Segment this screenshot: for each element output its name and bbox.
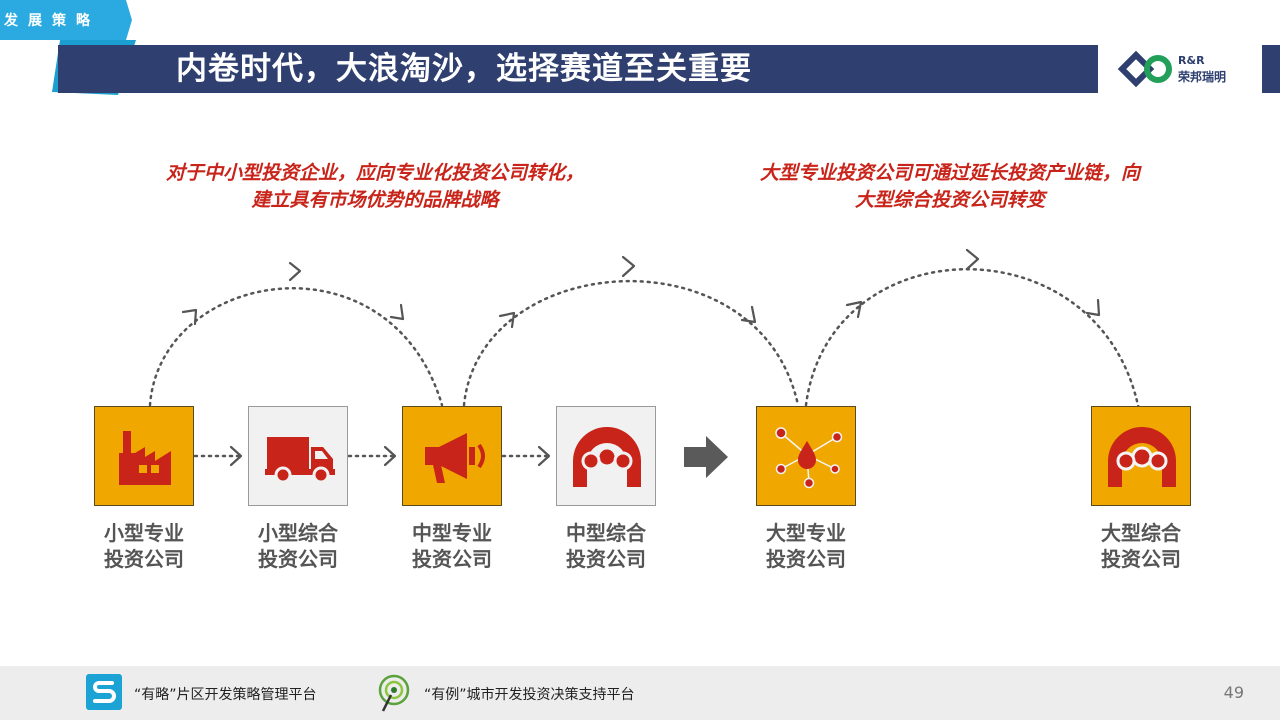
chevron (181, 308, 198, 326)
arc-3 (804, 267, 1144, 432)
stage-label: 中型综合 投资公司 (536, 520, 676, 572)
stage-tile-medium-specialized (402, 406, 502, 506)
page-number: 49 (1223, 683, 1244, 702)
stage-label-line2: 投资公司 (258, 547, 338, 571)
note-line: 大型专业投资公司可通过延长投资产业链，向 (759, 162, 1140, 184)
title-bar: 内卷时代，大浪淘沙，选择赛道至关重要 (58, 45, 1098, 93)
note-line: 建立具有市场优势的品牌战略 (251, 189, 499, 211)
stage-label: 小型专业 投资公司 (74, 520, 214, 572)
stage-label-line1: 中型综合 (566, 521, 646, 545)
platform-youli: “有例”城市开发投资决策支持平台 (424, 687, 635, 703)
chevron (537, 445, 551, 467)
platform-youlue: “有略”片区开发策略管理平台 (134, 687, 317, 703)
stage-tile-small-specialized (94, 406, 194, 506)
factory-icon (119, 431, 171, 485)
stage-tile-large-integrated (1091, 406, 1191, 506)
logo-text-en: R&R (1178, 54, 1205, 67)
stage-label: 小型综合 投资公司 (228, 520, 368, 572)
arc-1 (148, 287, 444, 407)
chevron (229, 445, 243, 467)
chevron (965, 248, 980, 271)
stage-tile-medium-integrated (556, 406, 656, 506)
logo-mark-icon (1117, 50, 1172, 88)
chevron (383, 445, 397, 467)
chevron (1085, 298, 1101, 317)
arc-2 (462, 279, 800, 407)
logo-text-cn: 荣邦瑞明 (1178, 70, 1227, 84)
truck-icon (265, 437, 335, 484)
megaphone-icon (425, 433, 485, 483)
stage-label-line2: 投资公司 (1101, 547, 1181, 571)
note-line: 对于中小型投资企业，应向专业化投资公司转化， (165, 162, 584, 184)
stage-label-line1: 中型专业 (412, 521, 492, 545)
network-drop-icon (775, 427, 843, 489)
company-logo: R&R 荣邦瑞明 (1112, 45, 1262, 93)
stage-label: 大型专业 投资公司 (736, 520, 876, 572)
title-bar-end (1262, 45, 1280, 93)
stage-label-line2: 投资公司 (566, 547, 646, 571)
stage-label-line1: 小型专业 (104, 521, 184, 545)
chevron (498, 311, 516, 329)
chevron (288, 261, 302, 282)
note-small-medium: 对于中小型投资企业，应向专业化投资公司转化， 建立具有市场优势的品牌战略 (120, 160, 630, 214)
solid-arrow-icon (684, 436, 728, 478)
stage-tile-small-integrated (248, 406, 348, 506)
note-large: 大型专业投资公司可通过延长投资产业链，向 大型综合投资公司转变 (700, 160, 1200, 214)
magnet-icon (1108, 427, 1176, 494)
stage-label-line1: 大型专业 (766, 521, 846, 545)
page-title: 内卷时代，大浪淘沙，选择赛道至关重要 (176, 51, 752, 87)
chevron (845, 300, 863, 319)
magnet-icon (573, 427, 641, 494)
section-label: 发展策略 (4, 13, 100, 29)
chevron (621, 255, 636, 278)
stage-label-line2: 投资公司 (104, 547, 184, 571)
note-line: 大型综合投资公司转变 (854, 189, 1045, 211)
chevron (389, 303, 405, 321)
stage-label-line2: 投资公司 (412, 547, 492, 571)
stage-label-line1: 小型综合 (258, 521, 338, 545)
youli-logo-icon (378, 674, 410, 712)
stage-tile-large-specialized (756, 406, 856, 506)
youlue-logo-icon (86, 674, 122, 710)
chevron (740, 305, 757, 324)
footer: “有略”片区开发策略管理平台 “有例”城市开发投资决策支持平台 49 (0, 666, 1280, 720)
stage-label-line1: 大型综合 (1101, 521, 1181, 545)
stage-label-line2: 投资公司 (766, 547, 846, 571)
stage-label: 大型综合 投资公司 (1071, 520, 1211, 572)
stage-label: 中型专业 投资公司 (382, 520, 522, 572)
